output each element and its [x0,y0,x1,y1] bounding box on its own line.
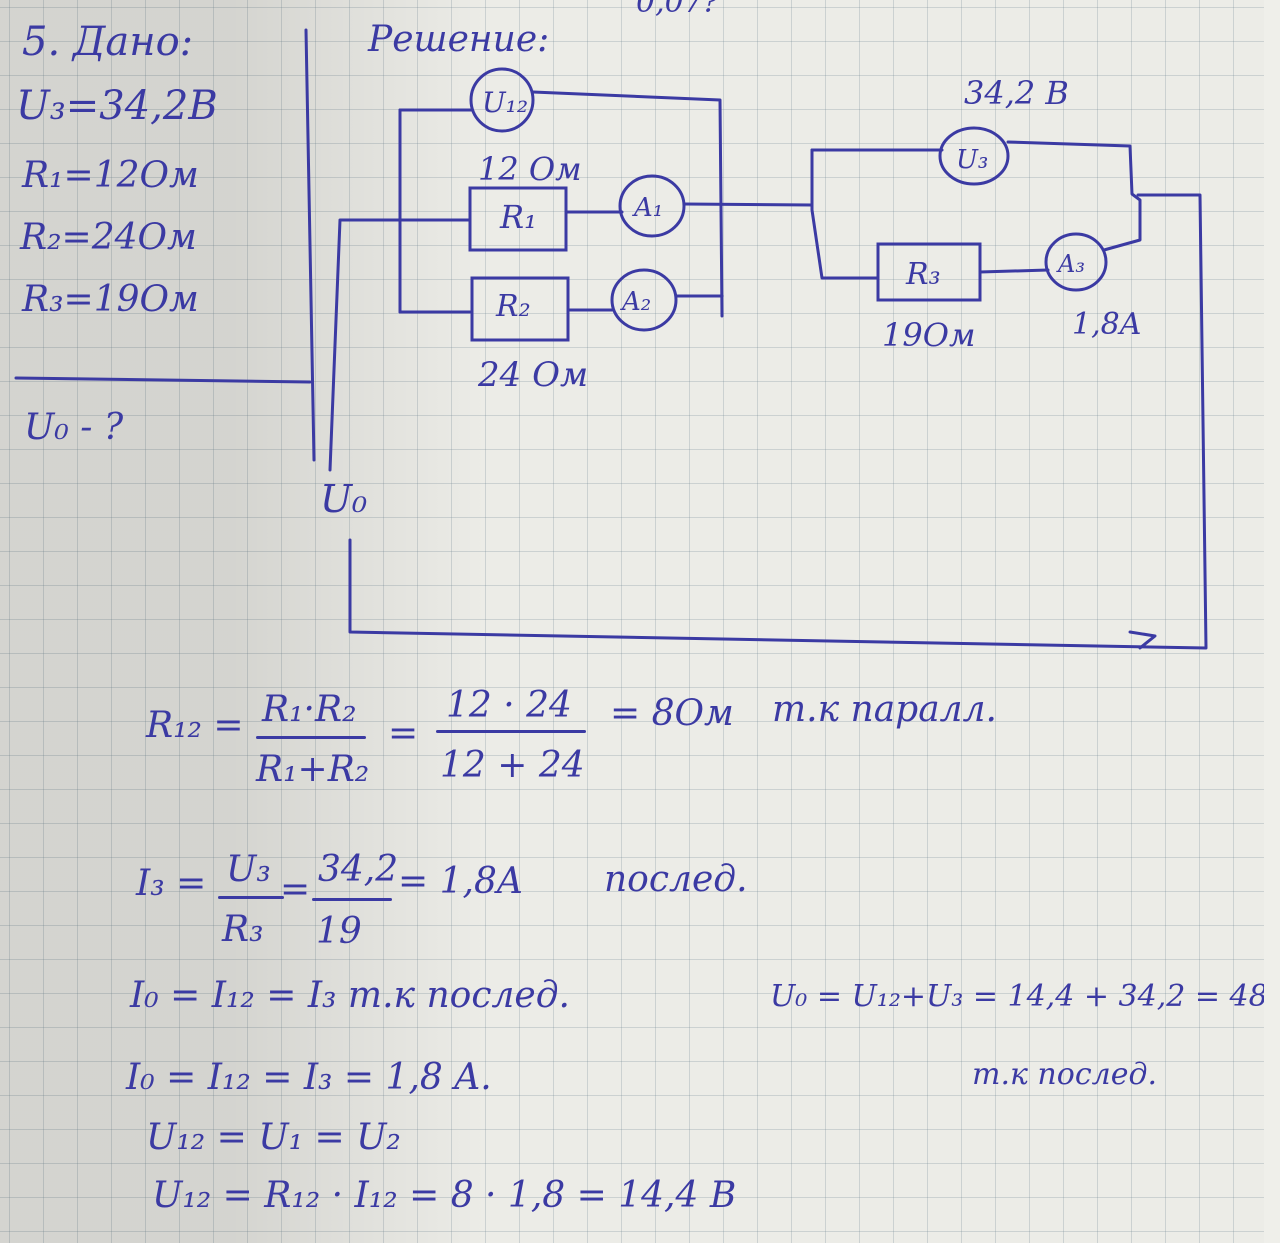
a1-right-wire [682,202,814,207]
r12-fraction-bar-1 [256,736,366,739]
r3-value: 19Ом [882,316,975,354]
v3-value: 34,2 В [964,74,1069,112]
given-divider-line [14,376,312,384]
r12-result: = 8Ом [610,693,734,734]
r12-fraction-bar-2 [436,730,586,733]
r2-label: R₂ [495,289,531,324]
line-u0-note: т.к послед. [972,1057,1158,1092]
v12-label: U₁₂ [482,86,528,119]
a1-label: A₁ [632,193,663,223]
source-label: U₀ [320,477,367,521]
r1-value: 12 Ом [478,150,582,188]
v3-right-wire [1006,140,1142,252]
given-header: 5. Дано: [22,19,194,65]
given-r2: R₂=24Ом [20,217,197,258]
given-u3: U₃=34,2B [16,83,218,129]
r3-label: R₃ [905,257,941,292]
resistor-r1 [468,186,568,252]
solution-header: Решение: [368,19,550,60]
i3-equals: = [280,869,311,910]
i3-numerator-symbolic: U₃ [226,849,271,890]
ammeter-a3 [1044,232,1108,292]
i3-fraction-bar-1 [218,896,284,899]
r12-equals: = [388,713,419,754]
circuit-diagram: U₁₂ R₁ A₁ R₂ A₂ U₃ R₃ A₃ 12 Ом 24 Ом 19О… [14,28,1208,650]
i3-fraction-bar-2 [312,898,392,901]
a3-value: 1,8A [1072,307,1141,342]
r12-lhs: R₁₂ = [146,705,244,746]
line-u0-calc: U₀ = U₁₂+U₃ = 14,4 + 34,2 = 48,6B [770,979,1280,1014]
r1-label: R₁ [499,198,537,236]
r3-a3-wire [978,268,1050,274]
i3-note: послед. [604,859,748,900]
i3-numerator-numeric: 34,2 [318,849,399,890]
source-upper-lead [328,218,402,472]
given-r1: R₁=12Ом [22,155,199,196]
ammeter-a1 [618,174,686,238]
i3-result: = 1,8A [398,861,523,902]
given-r3: R₃=19Ом [22,279,199,320]
line-voltages-equal: U₁₂ = U₁ = U₂ [146,1117,401,1158]
a3-label: A₃ [1056,250,1085,278]
page-edge [1264,0,1280,1243]
i3-denominator-numeric: 19 [316,911,362,952]
main-return-wire [348,193,1208,650]
voltmeter-v3 [938,126,1010,186]
line-currents-equal: I₀ = I₁₂ = I₃ т.к послед. [130,975,570,1016]
r12-numerator-symbolic: R₁·R₂ [262,689,357,730]
top-cutoff-text: 0,07? [636,0,719,20]
i3-denominator-symbolic: R₃ [222,909,264,950]
current-arrow [1128,630,1157,650]
i3-lhs: I₃ = [136,863,207,904]
voltmeter-v12 [469,67,535,133]
a2-label: A₂ [620,287,651,317]
line-u12-calc: U₁₂ = R₁₂ · I₁₂ = 8 · 1,8 = 14,4 B [152,1175,737,1216]
given-find: U₀ - ? [24,407,124,448]
r12-denominator-symbolic: R₁+R₂ [256,749,370,790]
second-block-left-bus [810,148,880,280]
ammeter-a2 [610,268,678,332]
r2-value: 24 Ом [477,355,588,395]
line-currents-value: I₀ = I₁₂ = I₃ = 1,8 A. [126,1057,492,1098]
v12-right-wire [531,90,724,318]
given-vertical-divider [304,28,316,462]
v3-label: U₃ [956,145,988,175]
r12-numerator-numeric: 12 · 24 [446,685,572,726]
r12-denominator-numeric: 12 + 24 [440,745,585,786]
r12-note: т.к паралл. [772,689,997,730]
